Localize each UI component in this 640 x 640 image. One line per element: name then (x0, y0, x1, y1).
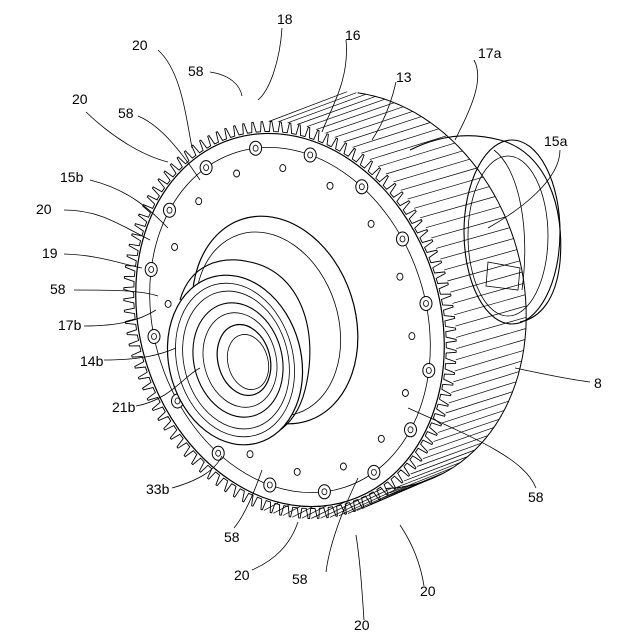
helical-tooth-line (394, 159, 470, 182)
bolt-hole (356, 180, 368, 194)
helical-tooth-line (455, 306, 526, 326)
ref-20: 20 (234, 567, 250, 583)
ref-18: 18 (277, 11, 293, 27)
bolt-hole (420, 297, 432, 311)
pin-hole (196, 198, 202, 205)
bolt-hole (304, 148, 316, 162)
helical-tooth-line (411, 450, 475, 474)
helical-tooth-line (417, 443, 482, 466)
helical-tooth-line (386, 151, 463, 174)
helical-tooth-line (454, 295, 525, 315)
helical-tooth-line (307, 99, 385, 127)
helical-tooth-line (370, 136, 447, 160)
helical-tooth-line (269, 92, 347, 122)
helical-tooth-line (316, 103, 394, 130)
bolt-hole (423, 364, 435, 378)
pin-hole (294, 468, 300, 475)
ref-19: 19 (42, 245, 58, 261)
helical-tooth-line (455, 350, 524, 371)
helical-tooth-line (408, 177, 484, 199)
pin-hole (378, 435, 384, 442)
bolt-hole (164, 203, 176, 217)
ref-14b: 14b (80, 353, 104, 369)
helical-tooth-line (456, 317, 526, 337)
ref-58: 58 (118, 105, 134, 121)
helical-tooth-line (447, 261, 520, 281)
helical-tooth-line (451, 372, 519, 393)
ref-17a: 17a (478, 45, 502, 61)
ref-15a: 15a (544, 133, 568, 149)
bolt-hole (212, 446, 224, 460)
pin-hole (340, 463, 346, 470)
helical-tooth-line (429, 428, 494, 451)
bolt-hole (318, 485, 330, 499)
ref-58: 58 (528, 489, 544, 505)
bolt-hole (145, 263, 157, 277)
bolt-hole (148, 330, 160, 344)
ref-8: 8 (594, 375, 602, 391)
pin-hole (234, 170, 240, 177)
pin-hole (247, 451, 253, 458)
ref-20: 20 (36, 201, 52, 217)
ref-58: 58 (224, 529, 240, 545)
pin-hole (409, 333, 415, 340)
helical-tooth-line (456, 329, 526, 349)
pin-hole (327, 182, 333, 189)
bolt-hole (250, 141, 262, 155)
ref-13: 13 (396, 69, 412, 85)
ref-33b: 33b (146, 481, 170, 497)
helical-tooth-line (440, 239, 513, 260)
pin-hole (280, 165, 286, 172)
helical-tooth-line (414, 187, 489, 209)
ref-20: 20 (72, 91, 88, 107)
pin-hole (165, 300, 171, 307)
bolt-hole (397, 232, 409, 246)
ref-20: 20 (420, 583, 436, 599)
pin-hole (397, 273, 403, 280)
ref-21b: 21b (112, 399, 136, 415)
helical-tooth-line (335, 111, 413, 137)
bolt-hole (264, 478, 276, 492)
helical-tooth-line (444, 250, 517, 270)
ref-20: 20 (132, 37, 148, 53)
ref-58: 58 (50, 281, 66, 297)
ref-58: 58 (188, 63, 204, 79)
helical-tooth-line (453, 361, 521, 382)
helical-tooth-line (456, 340, 525, 360)
helical-tooth-line (420, 197, 495, 218)
bolt-hole (200, 161, 212, 175)
ref-20: 20 (354, 617, 370, 633)
bolt-hole (368, 465, 380, 479)
helical-tooth-line (325, 107, 403, 134)
helical-tooth-line (401, 168, 477, 190)
ref-15b: 15b (60, 169, 84, 185)
pin-hole (402, 390, 408, 397)
pin-hole (172, 244, 178, 251)
helical-tooth-line (436, 228, 510, 249)
ref-58: 58 (292, 571, 308, 587)
helical-tooth-line (446, 392, 513, 413)
helical-tooth-line (449, 382, 516, 403)
helical-tooth-line (426, 207, 501, 228)
ref-17b: 17b (58, 317, 82, 333)
ref-16: 16 (345, 27, 361, 43)
pin-hole (368, 220, 374, 227)
bolt-hole (405, 423, 417, 437)
helical-tooth-line (288, 94, 366, 123)
